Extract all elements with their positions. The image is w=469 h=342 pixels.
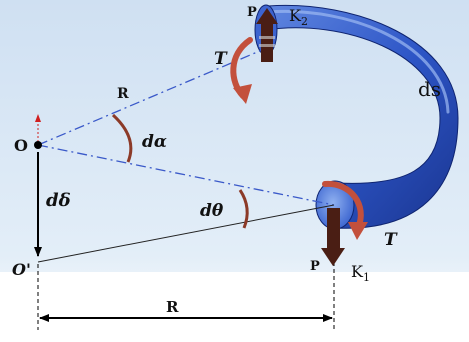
- label-section-bottom: K1: [351, 262, 370, 284]
- label-torque-top: T: [214, 49, 228, 69]
- label-load-bottom: P: [310, 259, 320, 274]
- label-radius-bottom: R: [166, 298, 179, 316]
- label-radius-top: R: [117, 86, 129, 102]
- torque-arrowhead-top: [233, 84, 252, 104]
- torque-arrow-bottom: [322, 180, 364, 231]
- label-angle-d-theta: dθ: [200, 201, 224, 221]
- label-arc-length: ds: [418, 77, 441, 101]
- label-torque-bottom: T: [384, 230, 398, 250]
- radius-line-top: [37, 49, 263, 146]
- load-arrow-bottom: [321, 208, 345, 266]
- label-point-o: O: [14, 136, 28, 155]
- angle-arc-d-alpha: [111, 113, 133, 163]
- label-angle-d-alpha: dα: [142, 132, 167, 152]
- vertical-ref-arrowhead: [35, 114, 41, 122]
- label-load-top: P: [247, 5, 257, 20]
- angle-arc-d-theta: [238, 189, 249, 229]
- background-bottom: [0, 272, 469, 342]
- chord-line: [37, 204, 335, 263]
- label-deflection: dδ: [46, 190, 71, 211]
- label-point-o-prime: O': [12, 260, 31, 279]
- label-section-top: K2: [289, 6, 308, 28]
- torque-arrowhead-bottom: [348, 222, 368, 240]
- load-arrow-top: [256, 8, 278, 62]
- point-o-dot: [34, 141, 42, 149]
